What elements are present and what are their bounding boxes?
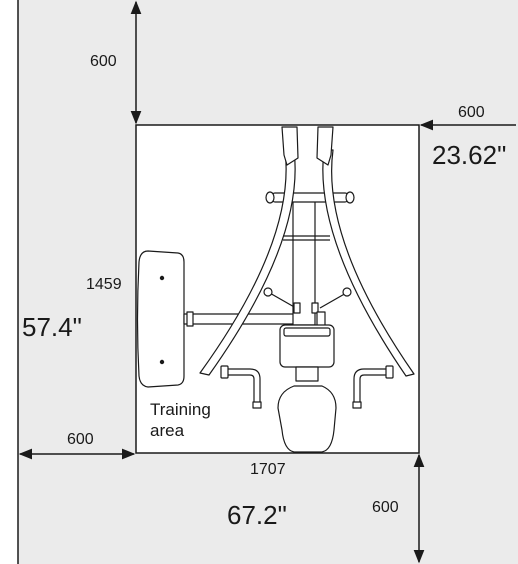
right-arm	[322, 149, 415, 377]
depth-inches-label: 57.4"	[22, 312, 82, 342]
left-arm	[199, 149, 296, 376]
machine-top-view	[136, 126, 415, 453]
depth-label: 1459	[86, 276, 122, 293]
right-clearance-label: 600	[458, 104, 485, 121]
backrest-pad	[136, 250, 185, 388]
left-clearance-label: 600	[67, 431, 94, 448]
training-area-label-line2: area	[150, 421, 185, 440]
width-label: 1707	[250, 461, 286, 478]
width-inches-label: 67.2"	[227, 500, 287, 530]
left-handle	[281, 126, 299, 166]
training-area-label: Training area	[150, 399, 211, 441]
bottom-clearance-label: 600	[372, 499, 399, 516]
right-handle	[316, 126, 334, 166]
top-clearance-label: 600	[90, 53, 117, 70]
foot-platform	[277, 385, 337, 453]
right-clearance-inches-label: 23.62"	[432, 140, 507, 170]
training-area-label-line1: Training	[150, 400, 211, 419]
